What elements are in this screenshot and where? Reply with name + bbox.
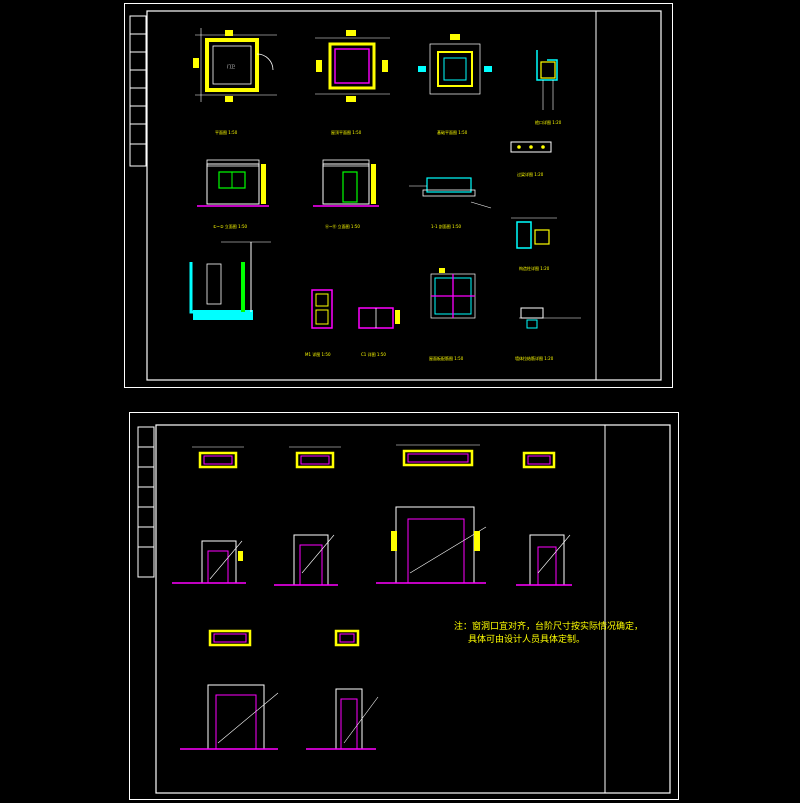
caption: 过梁详图 1:20	[517, 171, 544, 177]
elevation-small-2	[274, 534, 338, 586]
sheet-2-inner-border	[155, 424, 671, 794]
foundation-plan	[418, 34, 492, 95]
eave-detail	[536, 50, 558, 110]
plan-large	[396, 444, 480, 467]
elevation-large	[376, 506, 487, 584]
note-line-1: 注：窗洞口宜对齐，台阶尺寸按实际情况确定，	[454, 622, 644, 632]
general-note: 注：窗洞口宜对齐，台阶尺寸按实际情况确定， 具体可由设计人员具体定制。	[454, 621, 643, 647]
tie-bar-detail	[519, 307, 581, 329]
sheet-1-left-strip	[129, 15, 147, 167]
roof-slab-plan	[430, 268, 476, 319]
sheet-1-drawing: 门卫	[129, 10, 662, 381]
column-detail	[511, 217, 557, 249]
sheet-2-drawing	[137, 424, 671, 794]
elevation-small-4	[180, 684, 279, 750]
caption: 屋顶平面图 1:50	[331, 129, 362, 135]
caption: 屋面板配筋图 1:50	[429, 355, 464, 361]
caption: C1 详图 1:50	[361, 351, 386, 357]
door-detail	[311, 289, 333, 329]
caption: 1-1 剖面图 1:50	[431, 223, 462, 229]
note-line-2: 具体可由设计人员具体定制。	[468, 635, 586, 645]
elevation-1	[197, 159, 269, 207]
plan-small-4	[208, 629, 252, 647]
plan-small-1	[192, 446, 244, 469]
section-1-1	[409, 177, 492, 209]
caption: 构造柱详图 1:20	[519, 265, 550, 271]
caption: 平面图 1:50	[215, 129, 238, 135]
drawing-sheet-1: 门卫	[124, 3, 673, 388]
caption: 檐口详图 1:20	[535, 119, 562, 125]
sheet-1-inner-border	[146, 10, 662, 381]
caption: 墙体拉结筋详图 1:20	[515, 355, 554, 361]
caption: ①~② 立面图 1:50	[213, 223, 248, 229]
floor-plan: 门卫	[193, 28, 277, 102]
svg-text:门卫: 门卫	[227, 63, 235, 69]
sheet-1-captions: 平面图 1:50 屋顶平面图 1:50 基础平面图 1:50 檐口详图 1:20…	[213, 119, 562, 361]
elevation-2	[313, 159, 379, 207]
roof-plan	[315, 30, 390, 102]
sheet-2-left-strip	[137, 426, 155, 578]
elevation-small-3	[516, 534, 572, 586]
caption: 基础平面图 1:50	[437, 129, 468, 135]
caption: M1 详图 1:50	[305, 351, 331, 357]
plan-small-3	[522, 451, 556, 469]
plan-small-2	[289, 446, 341, 469]
wall-section	[189, 241, 271, 320]
elevation-small-1	[172, 540, 246, 584]
lintel-detail	[510, 141, 552, 153]
caption: Ⓐ~Ⓑ 立面图 1:50	[325, 223, 360, 229]
drawing-sheet-2: 注：窗洞口宜对齐，台阶尺寸按实际情况确定， 具体可由设计人员具体定制。	[129, 412, 679, 800]
elevation-small-5	[306, 688, 379, 750]
plan-small-5	[334, 629, 360, 647]
window-detail	[358, 307, 400, 329]
